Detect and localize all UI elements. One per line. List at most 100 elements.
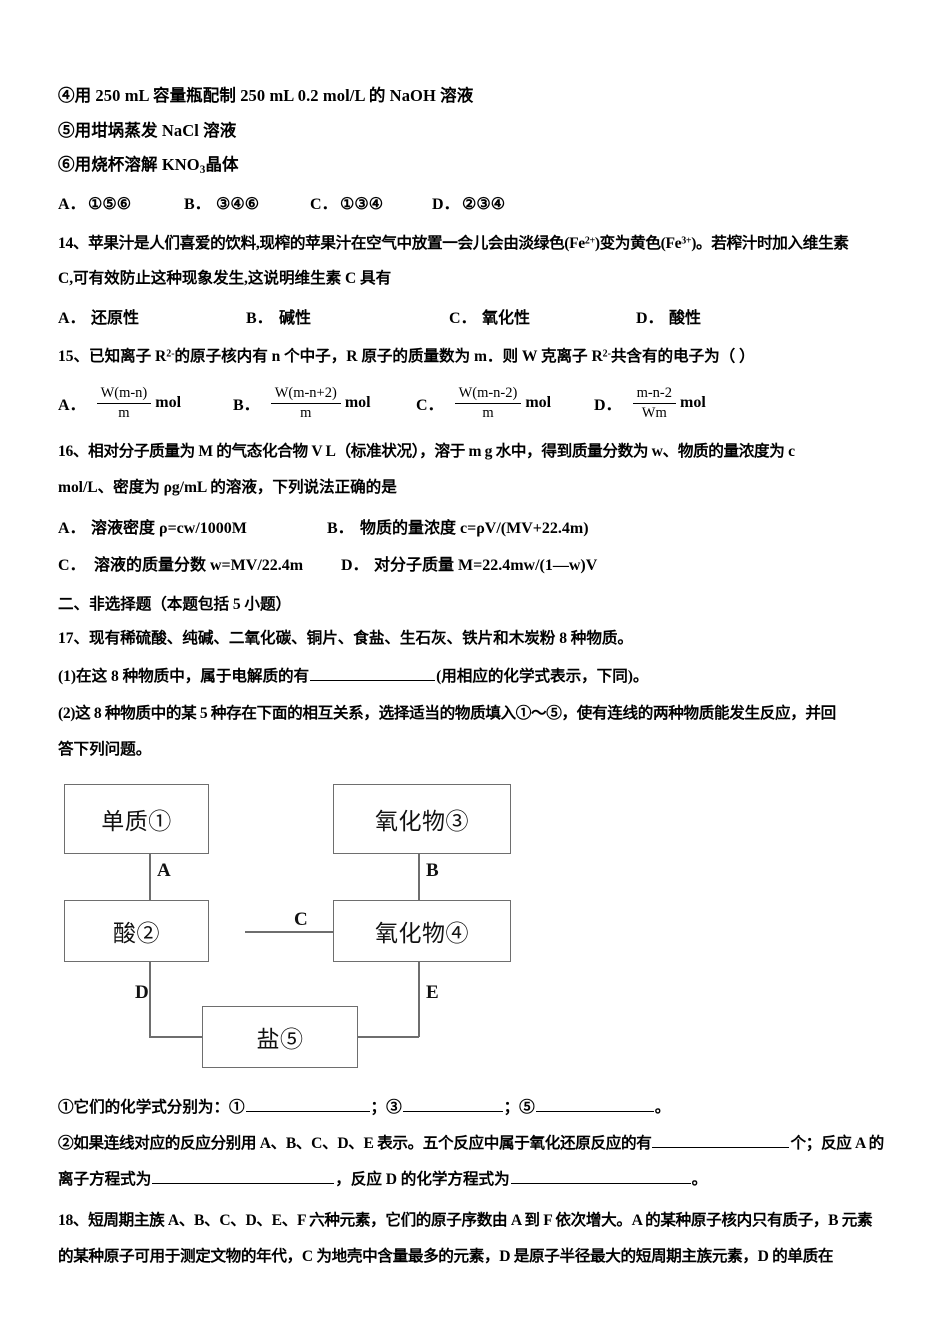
q15-option-c-numerator: W(m-n-2): [458, 385, 518, 402]
q15-option-a-fraction: W(m-n) m: [96, 385, 152, 421]
q14-stem-c: )。若榨汁时加入维生素: [691, 235, 849, 253]
q14-option-a-text[interactable]: 还原性: [91, 310, 140, 328]
q15-stem-c: 共含有的电子为（ ）: [610, 348, 755, 366]
q15-option-b-unit: mol: [344, 394, 371, 412]
q15-stem-a: 15、已知离子 R: [58, 348, 167, 366]
q17-sub-2-blank-1[interactable]: [652, 1133, 790, 1149]
q14-option-b-label: B．: [246, 310, 273, 328]
diagram-box-element-1[interactable]: 单质①: [64, 784, 209, 855]
q17-sub-2-line-2: 离子方程式为，反应 D 的化学方程式为。: [58, 1168, 918, 1192]
q13-option-a-label: A．: [58, 196, 86, 214]
diagram-edge-label-d: D: [135, 982, 149, 1004]
q16-option-b-text[interactable]: 物质的量浓度 c=ρV/(MV+22.4m): [360, 520, 589, 538]
diagram-box-oxide-3-label: 氧化物③: [375, 809, 469, 835]
q15-stem-b: 的原子核内有 n 个中子，R 原子的质量数为 m．则 W 克离子 R: [174, 348, 603, 366]
q14-option-d-label: D．: [636, 310, 664, 328]
diagram-box-acid-2[interactable]: 酸②: [64, 900, 209, 963]
q15-option-b-denominator: m: [270, 402, 341, 421]
q16-option-d-text[interactable]: 对分子质量 M=22.4mw/(1—w)V: [374, 557, 598, 575]
q17-sub-1-text-a: ①它们的化学式分别为：①: [58, 1099, 245, 1117]
q15-option-d-unit: mol: [680, 394, 706, 412]
q14-option-b-text[interactable]: 碱性: [279, 310, 312, 328]
q15-option-b[interactable]: B． W(m-n+2) m mol: [233, 385, 416, 420]
q18-stem-line-2: 的某种原子可用于测定文物的年代，C 为地壳中含量最多的元素，D 是原子半径最大的…: [58, 1247, 834, 1265]
q15-option-a-numerator: W(m-n): [100, 385, 148, 402]
q13-item-5: ⑤用坩埚蒸发 NaCl 溶液: [58, 120, 237, 140]
q15-ion-charge-1: 2-: [166, 348, 175, 360]
q13-option-a-text[interactable]: ①⑤⑥: [88, 196, 132, 214]
q17-sub-1-blank-1[interactable]: [245, 1097, 370, 1113]
q16-option-c-text[interactable]: 溶液的质量分数 w=MV/22.4m: [94, 557, 304, 575]
q15-option-d-label: D．: [594, 397, 622, 415]
q17-part-2-line-2: 答下列问题。: [58, 740, 152, 758]
q13-option-b-text[interactable]: ③④⑥: [216, 196, 260, 214]
q16-stem-line-2: mol/L、密度为 ρg/mL 的溶液，下列说法正确的是: [58, 479, 397, 497]
q14-option-c-text[interactable]: 氧化性: [482, 310, 531, 328]
q15-option-c-denominator: m: [454, 402, 522, 421]
connector-line-c: [245, 931, 370, 933]
q15-option-a-denominator: m: [96, 402, 152, 421]
q14-stem-a: 14、苹果汁是人们喜爱的饮料,现榨的苹果汁在空气中放置一会儿会由淡绿色(Fe: [58, 235, 585, 253]
q13-item-4: ④用 250 mL 容量瓶配制 250 mL 0.2 mol/L 的 NaOH …: [58, 86, 474, 105]
connector-line-d-horizontal: [149, 1036, 203, 1038]
q15-option-b-numerator: W(m-n+2): [274, 385, 337, 402]
diagram-edge-label-b: B: [426, 860, 439, 882]
diagram-box-oxide-4[interactable]: 氧化物④: [333, 900, 511, 963]
q15-option-b-label: B．: [233, 397, 260, 415]
q14-options-row: A． 还原性 B． 碱性 C． 氧化性 D． 酸性: [58, 304, 918, 328]
q17-stem: 17、现有稀硫酸、纯碱、二氧化碳、铜片、食盐、生石灰、铁片和木炭粉 8 种物质。: [58, 630, 633, 648]
q15-option-a-unit: mol: [155, 394, 182, 412]
q14-fe2-charge: 2+: [584, 235, 595, 247]
q13-item-6-subscript: 3: [199, 163, 206, 176]
diagram-box-oxide-4-label: 氧化物④: [375, 921, 469, 947]
q16-option-a-label: A．: [58, 520, 86, 538]
q17-part-2-line-1: (2)这 8 种物质中的某 5 种存在下面的相互关系，选择适当的物质填入①～⑤，…: [58, 704, 836, 722]
q13-item-6-pre: ⑥用烧杯溶解 KNO: [58, 155, 200, 174]
q17-sub-1-text-b: ；③: [370, 1099, 402, 1117]
diagram-box-oxide-3[interactable]: 氧化物③: [333, 784, 511, 855]
q17-sub-2-blank-3[interactable]: [510, 1169, 691, 1185]
q17-sub-2-text-d: ，反应 D 的化学方程式为: [335, 1171, 510, 1189]
q15-option-c-fraction: W(m-n-2) m: [454, 385, 522, 421]
q15-option-d[interactable]: D． m-n-2 Wm mol: [594, 385, 706, 420]
diagram-box-salt-5-label: 盐⑤: [256, 1027, 304, 1053]
q13-option-c-text[interactable]: ①③④: [340, 196, 384, 214]
q14-stem-line-2: C,可有效防止这种现象发生,这说明维生素 C 具有: [58, 270, 392, 288]
q13-item-6-post: 晶体: [205, 155, 239, 174]
q17-part-1-blank[interactable]: [310, 665, 436, 681]
q13-item-6: ⑥用烧杯溶解 KNO3晶体: [58, 155, 918, 176]
q15-options-row: A． W(m-n) m mol B． W(m-n+2) m mol C． W(m…: [58, 385, 918, 420]
q15-stem: 15、已知离子 R2-的原子核内有 n 个中子，R 原子的质量数为 m．则 W …: [58, 345, 918, 369]
q15-option-d-numerator: m-n-2: [636, 385, 672, 402]
q16-option-b-label: B．: [327, 520, 354, 538]
q15-option-c[interactable]: C． W(m-n-2) m mol: [416, 385, 594, 420]
connector-line-a: [149, 852, 151, 903]
q14-option-d-text[interactable]: 酸性: [669, 310, 702, 328]
connector-line-e-vertical: [418, 961, 420, 1038]
connector-line-e-horizontal: [357, 1036, 419, 1038]
q16-option-a-text[interactable]: 溶液密度 ρ=cw/1000M: [91, 520, 247, 538]
q17-sub-1-blank-3[interactable]: [535, 1097, 654, 1113]
q14-option-a-label: A．: [58, 310, 86, 328]
q15-option-b-fraction: W(m-n+2) m: [270, 385, 341, 421]
diagram-edge-label-a: A: [157, 860, 171, 882]
diagram-box-element-1-label: 单质①: [101, 809, 172, 835]
q17-sub-1: ①它们的化学式分别为：①；③；⑤。: [58, 1096, 918, 1120]
q15-option-c-label: C．: [416, 397, 444, 415]
q17-sub-1-blank-2[interactable]: [402, 1097, 503, 1113]
q13-options-row: A． ①⑤⑥ B． ③④⑥ C． ①③④ D． ②③④: [58, 190, 918, 214]
q17-sub-2-text-b: 个；反应 A 的: [790, 1135, 884, 1153]
section-2-heading: 二、非选择题（本题包括 5 小题）: [58, 596, 292, 614]
q16-options-row-1: A． 溶液密度 ρ=cw/1000M B． 物质的量浓度 c=ρV/(MV+22…: [58, 514, 918, 538]
diagram-box-salt-5[interactable]: 盐⑤: [202, 1006, 358, 1069]
q16-stem-line-1: 16、相对分子质量为 M 的气态化合物 V L（标准状况），溶于 m g 水中，…: [58, 442, 795, 460]
q18-stem-line-1: 18、短周期主族 A、B、C、D、E、F 六种元素，它们的原子序数由 A 到 F…: [58, 1211, 873, 1229]
q14-stem-line-1: 14、苹果汁是人们喜爱的饮料,现榨的苹果汁在空气中放置一会儿会由淡绿色(Fe2+…: [58, 232, 918, 256]
q17-sub-2-text-a: ②如果连线对应的反应分别用 A、B、C、D、E 表示。五个反应中属于氧化还原反应…: [58, 1135, 652, 1153]
page-content: ④用 250 mL 容量瓶配制 250 mL 0.2 mol/L 的 NaOH …: [58, 86, 918, 1269]
q15-option-a[interactable]: A． W(m-n) m mol: [58, 385, 233, 420]
q17-sub-2-blank-2[interactable]: [152, 1169, 335, 1185]
q17-part-1-text-b: (用相应的化学式表示，下同)。: [436, 667, 649, 685]
q13-option-d-text[interactable]: ②③④: [462, 196, 506, 214]
